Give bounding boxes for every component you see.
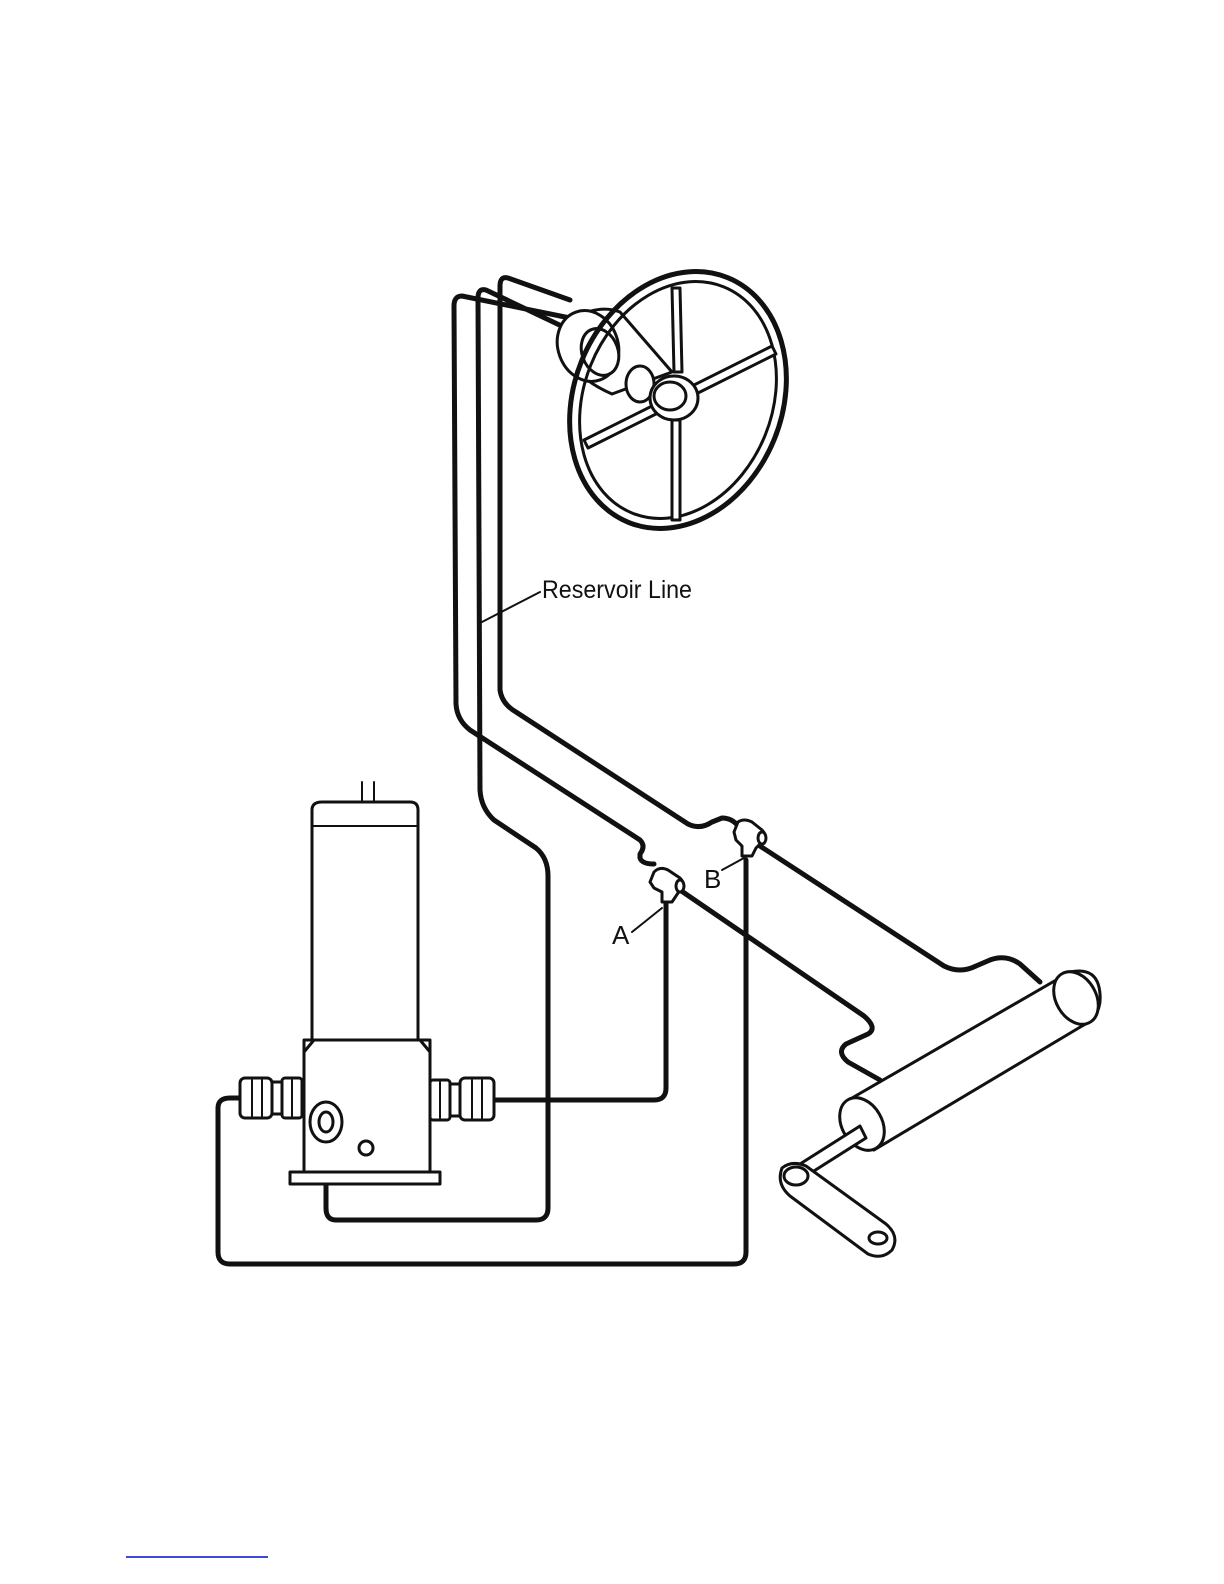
leader-reservoir-line [482, 592, 540, 622]
leader-a [632, 908, 662, 932]
steering-cylinder-icon [780, 964, 1107, 1256]
footer-rule [126, 1556, 268, 1558]
fitting-a-label: A [612, 920, 630, 950]
tee-fitting-b [734, 820, 766, 856]
fitting-b-label: B [704, 864, 721, 894]
line-a-to-pump [494, 902, 666, 1100]
line-b-to-cylinder [760, 846, 1040, 982]
steering-wheel-icon [532, 239, 824, 562]
pump-reservoir-icon [240, 782, 494, 1184]
tee-fitting-a [650, 868, 684, 902]
leader-b [722, 858, 744, 870]
line-a-to-cylinder [680, 890, 880, 1080]
reservoir-line-label: Reservoir Line [542, 576, 692, 604]
